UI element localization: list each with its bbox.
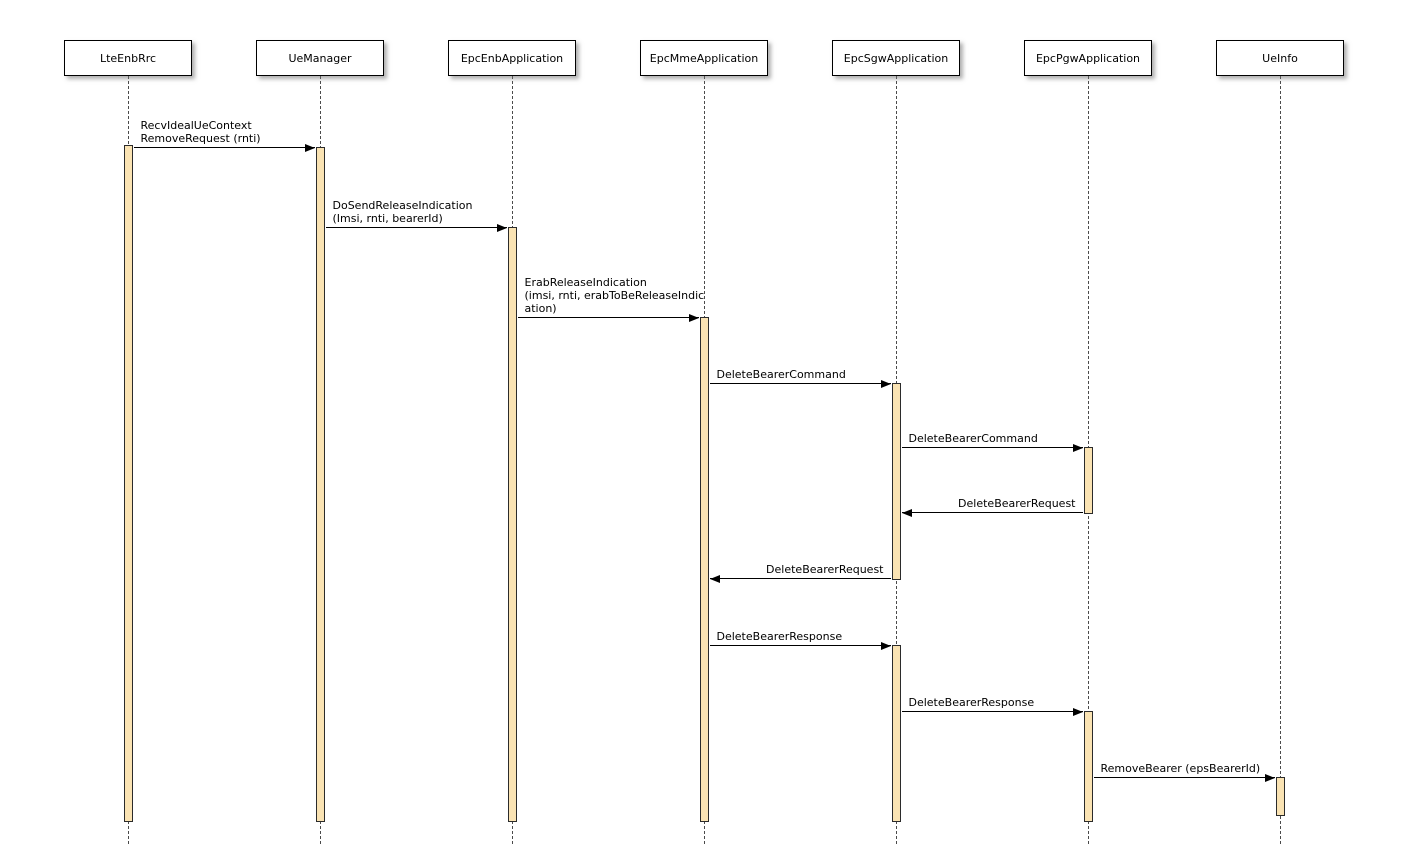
message-label-line: DeleteBearerCommand (716, 368, 846, 381)
message-label-line: ation) (524, 302, 557, 315)
participant-EpcPgwApplication: EpcPgwApplication (1024, 40, 1152, 76)
arrowhead-right-icon (304, 143, 315, 152)
arrowhead-right-icon (880, 379, 891, 388)
activation-bar-EpcSgwApplication (891, 383, 901, 580)
participant-EpcEnbApplication: EpcEnbApplication (448, 40, 576, 76)
arrowhead-right-icon (880, 641, 891, 650)
message-label-line: ErabReleaseIndication (524, 276, 647, 289)
message-line (325, 227, 507, 228)
arrowhead-right-icon (688, 313, 699, 322)
activation-bar-EpcPgwApplication (1083, 447, 1093, 514)
participant-EpcMmeApplication: EpcMmeApplication (640, 40, 768, 76)
arrowhead-left-icon (901, 508, 912, 517)
message-line (901, 447, 1083, 448)
activation-bar-UeInfo (1275, 777, 1285, 816)
message-line (901, 512, 1083, 513)
message-label: DeleteBearerCommand (909, 432, 1038, 445)
message-line (709, 383, 891, 384)
participant-UeInfo: UeInfo (1216, 40, 1344, 76)
message-label: DeleteBearerResponse (909, 696, 1035, 709)
activation-bar-EpcEnbApplication (507, 227, 517, 822)
participant-UeManager: UeManager (256, 40, 384, 76)
activation-bar-EpcPgwApplication (1083, 711, 1093, 822)
activation-bar-EpcSgwApplication (891, 645, 901, 822)
message-label: DeleteBearerRequest (766, 563, 883, 576)
message-label: DeleteBearerCommand (717, 368, 846, 381)
activation-bar-UeManager (315, 147, 325, 822)
message-label-line: RemoveBearer (epsBearerId) (1100, 762, 1261, 775)
participant-EpcSgwApplication: EpcSgwApplication (832, 40, 960, 76)
message-label: ErabReleaseIndication(imsi, rnti, erabTo… (525, 276, 705, 315)
message-label: DeleteBearerResponse (717, 630, 843, 643)
message-label-line: DeleteBearerRequest (958, 497, 1076, 510)
activation-bar-EpcMmeApplication (699, 317, 709, 822)
message-label: DoSendReleaseIndication(Imsi, rnti, bear… (333, 199, 473, 225)
message-label: DeleteBearerRequest (958, 497, 1075, 510)
message-line (517, 317, 699, 318)
arrowhead-right-icon (496, 223, 507, 232)
participant-LteEnbRrc: LteEnbRrc (64, 40, 192, 76)
message-label-line: DoSendReleaseIndication (332, 199, 473, 212)
message-label-line: RemoveRequest (rnti) (140, 132, 261, 145)
message-label-line: (Imsi, rnti, bearerId) (332, 212, 443, 225)
message-label-line: DeleteBearerResponse (716, 630, 843, 643)
arrowhead-right-icon (1264, 773, 1275, 782)
arrowhead-left-icon (709, 574, 720, 583)
arrowhead-right-icon (1072, 443, 1083, 452)
lifeline-UeInfo (1280, 76, 1281, 844)
activation-bar-LteEnbRrc (123, 145, 133, 822)
message-label-line: DeleteBearerResponse (908, 696, 1035, 709)
message-label: RemoveBearer (epsBearerId) (1101, 762, 1261, 775)
message-line (709, 578, 891, 579)
arrowhead-right-icon (1072, 707, 1083, 716)
message-line (901, 711, 1083, 712)
message-line (1093, 777, 1275, 778)
message-label-line: RecvIdealUeContext (140, 119, 252, 132)
message-line (709, 645, 891, 646)
message-line (133, 147, 315, 148)
message-label-line: DeleteBearerCommand (908, 432, 1038, 445)
message-label-line: DeleteBearerRequest (766, 563, 884, 576)
message-label-line: (imsi, rnti, erabToBeReleaseIndic (524, 289, 705, 302)
